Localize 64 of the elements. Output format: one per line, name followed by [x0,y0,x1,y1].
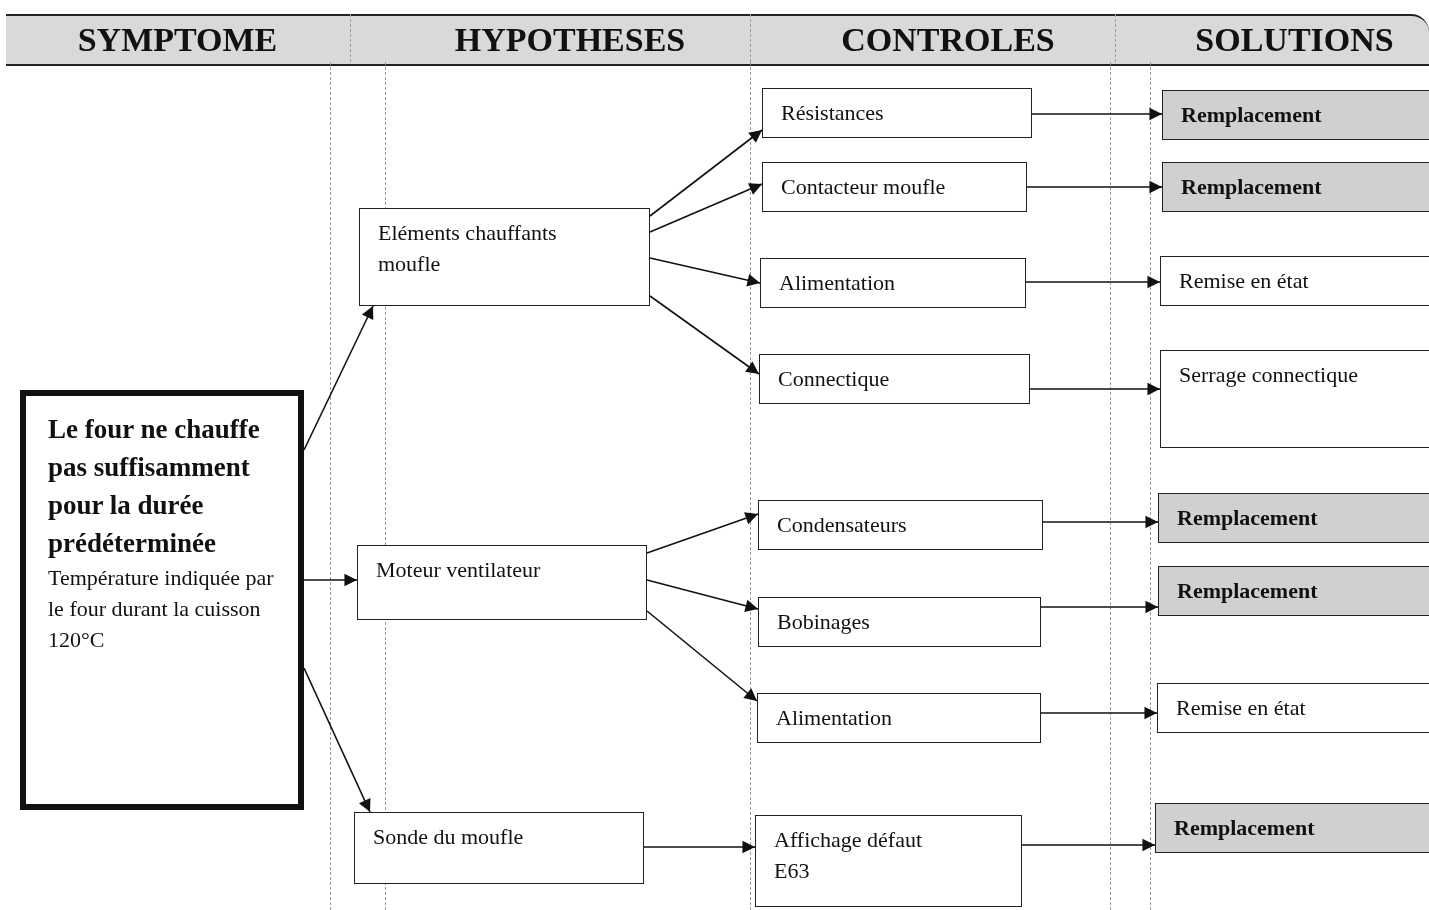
box-label: Contacteur moufle [781,173,947,201]
box-label: Connectique [778,365,891,393]
arrow [646,610,758,702]
box-label: Résistances [781,99,885,127]
arrow [1029,382,1161,396]
arrow [649,257,761,287]
process-box [1160,350,1429,448]
arrow [303,573,358,587]
arrow [649,295,760,375]
arrow [649,129,763,217]
arrow [643,840,756,854]
box-label: Eléments chauffants moufle [378,219,558,278]
shaded-box [1162,162,1429,212]
process-box [357,545,647,620]
process-box [762,162,1027,212]
process-box [354,812,644,884]
box-label: Remplacement [1181,101,1323,129]
box-label: Condensateurs [777,511,908,539]
box-label: Remise en état [1179,267,1310,295]
process-box [1157,683,1429,733]
box-label: Remise en état [1176,694,1307,722]
process-box [758,500,1043,550]
box-label: Remplacement [1181,173,1323,201]
column-header: SOLUTIONS [1194,20,1395,60]
arrow [1040,706,1158,720]
symptom-detail: Température indiquée par le four durant la cuisson 120°C [48,564,275,654]
symptom-title: Le four ne chauffe pas suffisamment pour la durée prédéterminée [48,413,261,560]
process-box [1160,256,1429,306]
arrow [303,667,371,813]
arrow [1026,180,1163,194]
box-label: Remplacement [1177,577,1319,605]
arrow [1031,107,1163,121]
shaded-box [1155,803,1429,853]
box-label: Serrage connectique [1179,361,1359,389]
process-box [760,258,1026,308]
symptom-box [20,390,304,810]
arrow [646,512,759,554]
box-label: Remplacement [1174,814,1316,842]
process-box [758,597,1041,647]
arrow [646,579,759,612]
box-label: Bobinages [777,608,871,636]
process-box [755,815,1022,907]
arrow [1021,838,1156,852]
arrow [1025,275,1161,289]
process-box [359,208,650,306]
box-label: Sonde du moufle [373,823,525,851]
process-box [757,693,1041,743]
box-label: Alimentation [779,269,897,297]
shaded-box [1158,493,1429,543]
arrow [649,183,763,233]
arrow [303,305,374,451]
process-box [762,88,1032,138]
column-header: HYPOTHESES [453,20,687,60]
arrow [1042,515,1159,529]
column-header: SYMPTOME [76,20,279,60]
process-box [759,354,1030,404]
arrow [1040,600,1159,614]
shaded-box [1158,566,1429,616]
shaded-box [1162,90,1429,140]
box-label: Alimentation [776,704,894,732]
box-label: Moteur ventilateur [376,556,542,584]
column-header: CONTROLES [840,20,1056,60]
box-label: Affichage défaut E63 [774,826,924,885]
box-label: Remplacement [1177,504,1319,532]
